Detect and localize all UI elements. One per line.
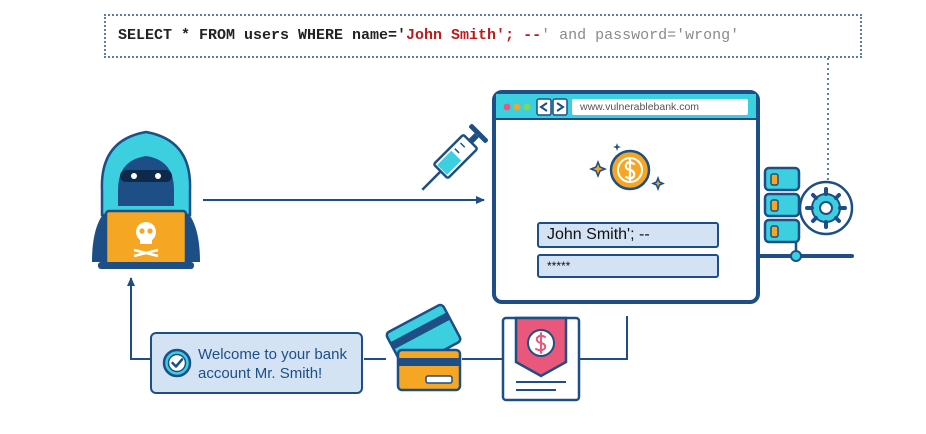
- sql-injection-payload: John Smith'; --: [406, 27, 542, 44]
- invoice-document-icon: [501, 316, 581, 402]
- address-bar: [572, 99, 748, 115]
- syringe-icon: [421, 124, 488, 191]
- return-connector-browser: [579, 316, 628, 360]
- window-close-dot: [503, 103, 511, 111]
- dollar-coin-icon: [588, 143, 665, 192]
- return-arrow-to-hacker: [127, 277, 150, 360]
- sql-commented-out: ' and password='wrong': [541, 27, 740, 44]
- back-button: [536, 98, 552, 116]
- credit-card-icon: [385, 303, 462, 392]
- welcome-message-box: Welcome to your bank account Mr. Smith!: [150, 332, 363, 394]
- username-field[interactable]: John Smith'; --: [537, 222, 719, 248]
- server-gear-icon: [756, 166, 854, 262]
- sql-query: SELECT * FROM users WHERE name='John Smi…: [118, 27, 739, 44]
- browser-window: [492, 90, 760, 304]
- window-maximize-dot: [523, 103, 531, 111]
- password-field[interactable]: *****: [537, 254, 719, 278]
- check-circle-icon: [162, 348, 192, 378]
- sql-query-box: SELECT * FROM users WHERE name='John Smi…: [104, 14, 862, 58]
- window-minimize-dot: [513, 103, 521, 111]
- hacker-icon: [92, 130, 200, 269]
- forward-button: [552, 98, 568, 116]
- browser-url: www.vulnerablebank.com: [580, 101, 700, 113]
- welcome-message: Welcome to your bank account Mr. Smith!: [198, 346, 347, 382]
- sql-query-prefix: SELECT * FROM users WHERE name=': [118, 27, 407, 44]
